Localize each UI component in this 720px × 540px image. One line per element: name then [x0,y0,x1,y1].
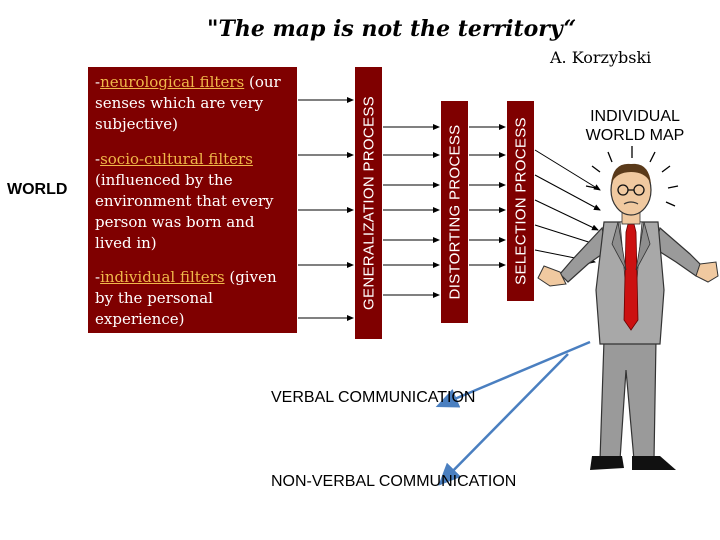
red-tie [623,223,639,331]
right-shoe [632,456,676,470]
author-attribution: A. Korzybski [550,48,652,67]
verbal-communication-arrow [435,340,591,408]
filter-name: individual filters [100,268,225,286]
filter-neurological: -neurological filters (our senses which … [95,72,295,135]
left-lapel [611,221,627,271]
filter-prefix: - [95,73,101,91]
filter-individual: -individual filters (given by the person… [95,267,295,330]
hair [611,163,651,184]
filter-description: (influenced by the environment that ever… [95,171,274,252]
filter-prefix: - [95,268,101,286]
individual-world-map-label: INDIVIDUAL WORLD MAP [585,108,685,144]
glasses-icon [617,184,645,196]
verbal-communication-label: VERBAL COMMUNICATION [271,389,476,406]
generalization-process-box: GENERALIZATION PROCESS [355,67,382,339]
thought-lines [585,146,679,207]
flow-arrow [534,199,599,231]
distorting-process-box: DISTORTING PROCESS [441,101,468,323]
selection-process-box: SELECTION PROCESS [507,101,534,301]
left-shoe [590,456,624,470]
world-label: WORLD [7,181,68,198]
flow-arrow [534,149,601,191]
trousers [599,339,657,461]
flow-arrow [534,174,601,211]
filter-name: neurological filters [100,73,245,91]
filters-box: -neurological filters (our senses which … [88,67,297,333]
filter-description: (our senses which are very subjective) [95,73,281,133]
nonverbal-communication-arrow [438,353,569,486]
flow-arrow [534,224,599,247]
filter-name: socio-cultural filters [100,150,253,168]
right-lapel [635,221,651,271]
mouth [623,201,639,205]
left-hand [537,265,567,287]
filter-socio-cultural: -socio-cultural filters (influenced by t… [95,149,295,254]
right-hand [695,261,719,283]
page-title: "The map is not the territory“ [207,16,577,42]
nonverbal-communication-label: NON-VERBAL COMMUNICATION [271,473,517,490]
businessman-illustration [537,146,719,470]
filter-prefix: - [95,150,101,168]
filter-description: (given by the personal experience) [95,268,277,328]
